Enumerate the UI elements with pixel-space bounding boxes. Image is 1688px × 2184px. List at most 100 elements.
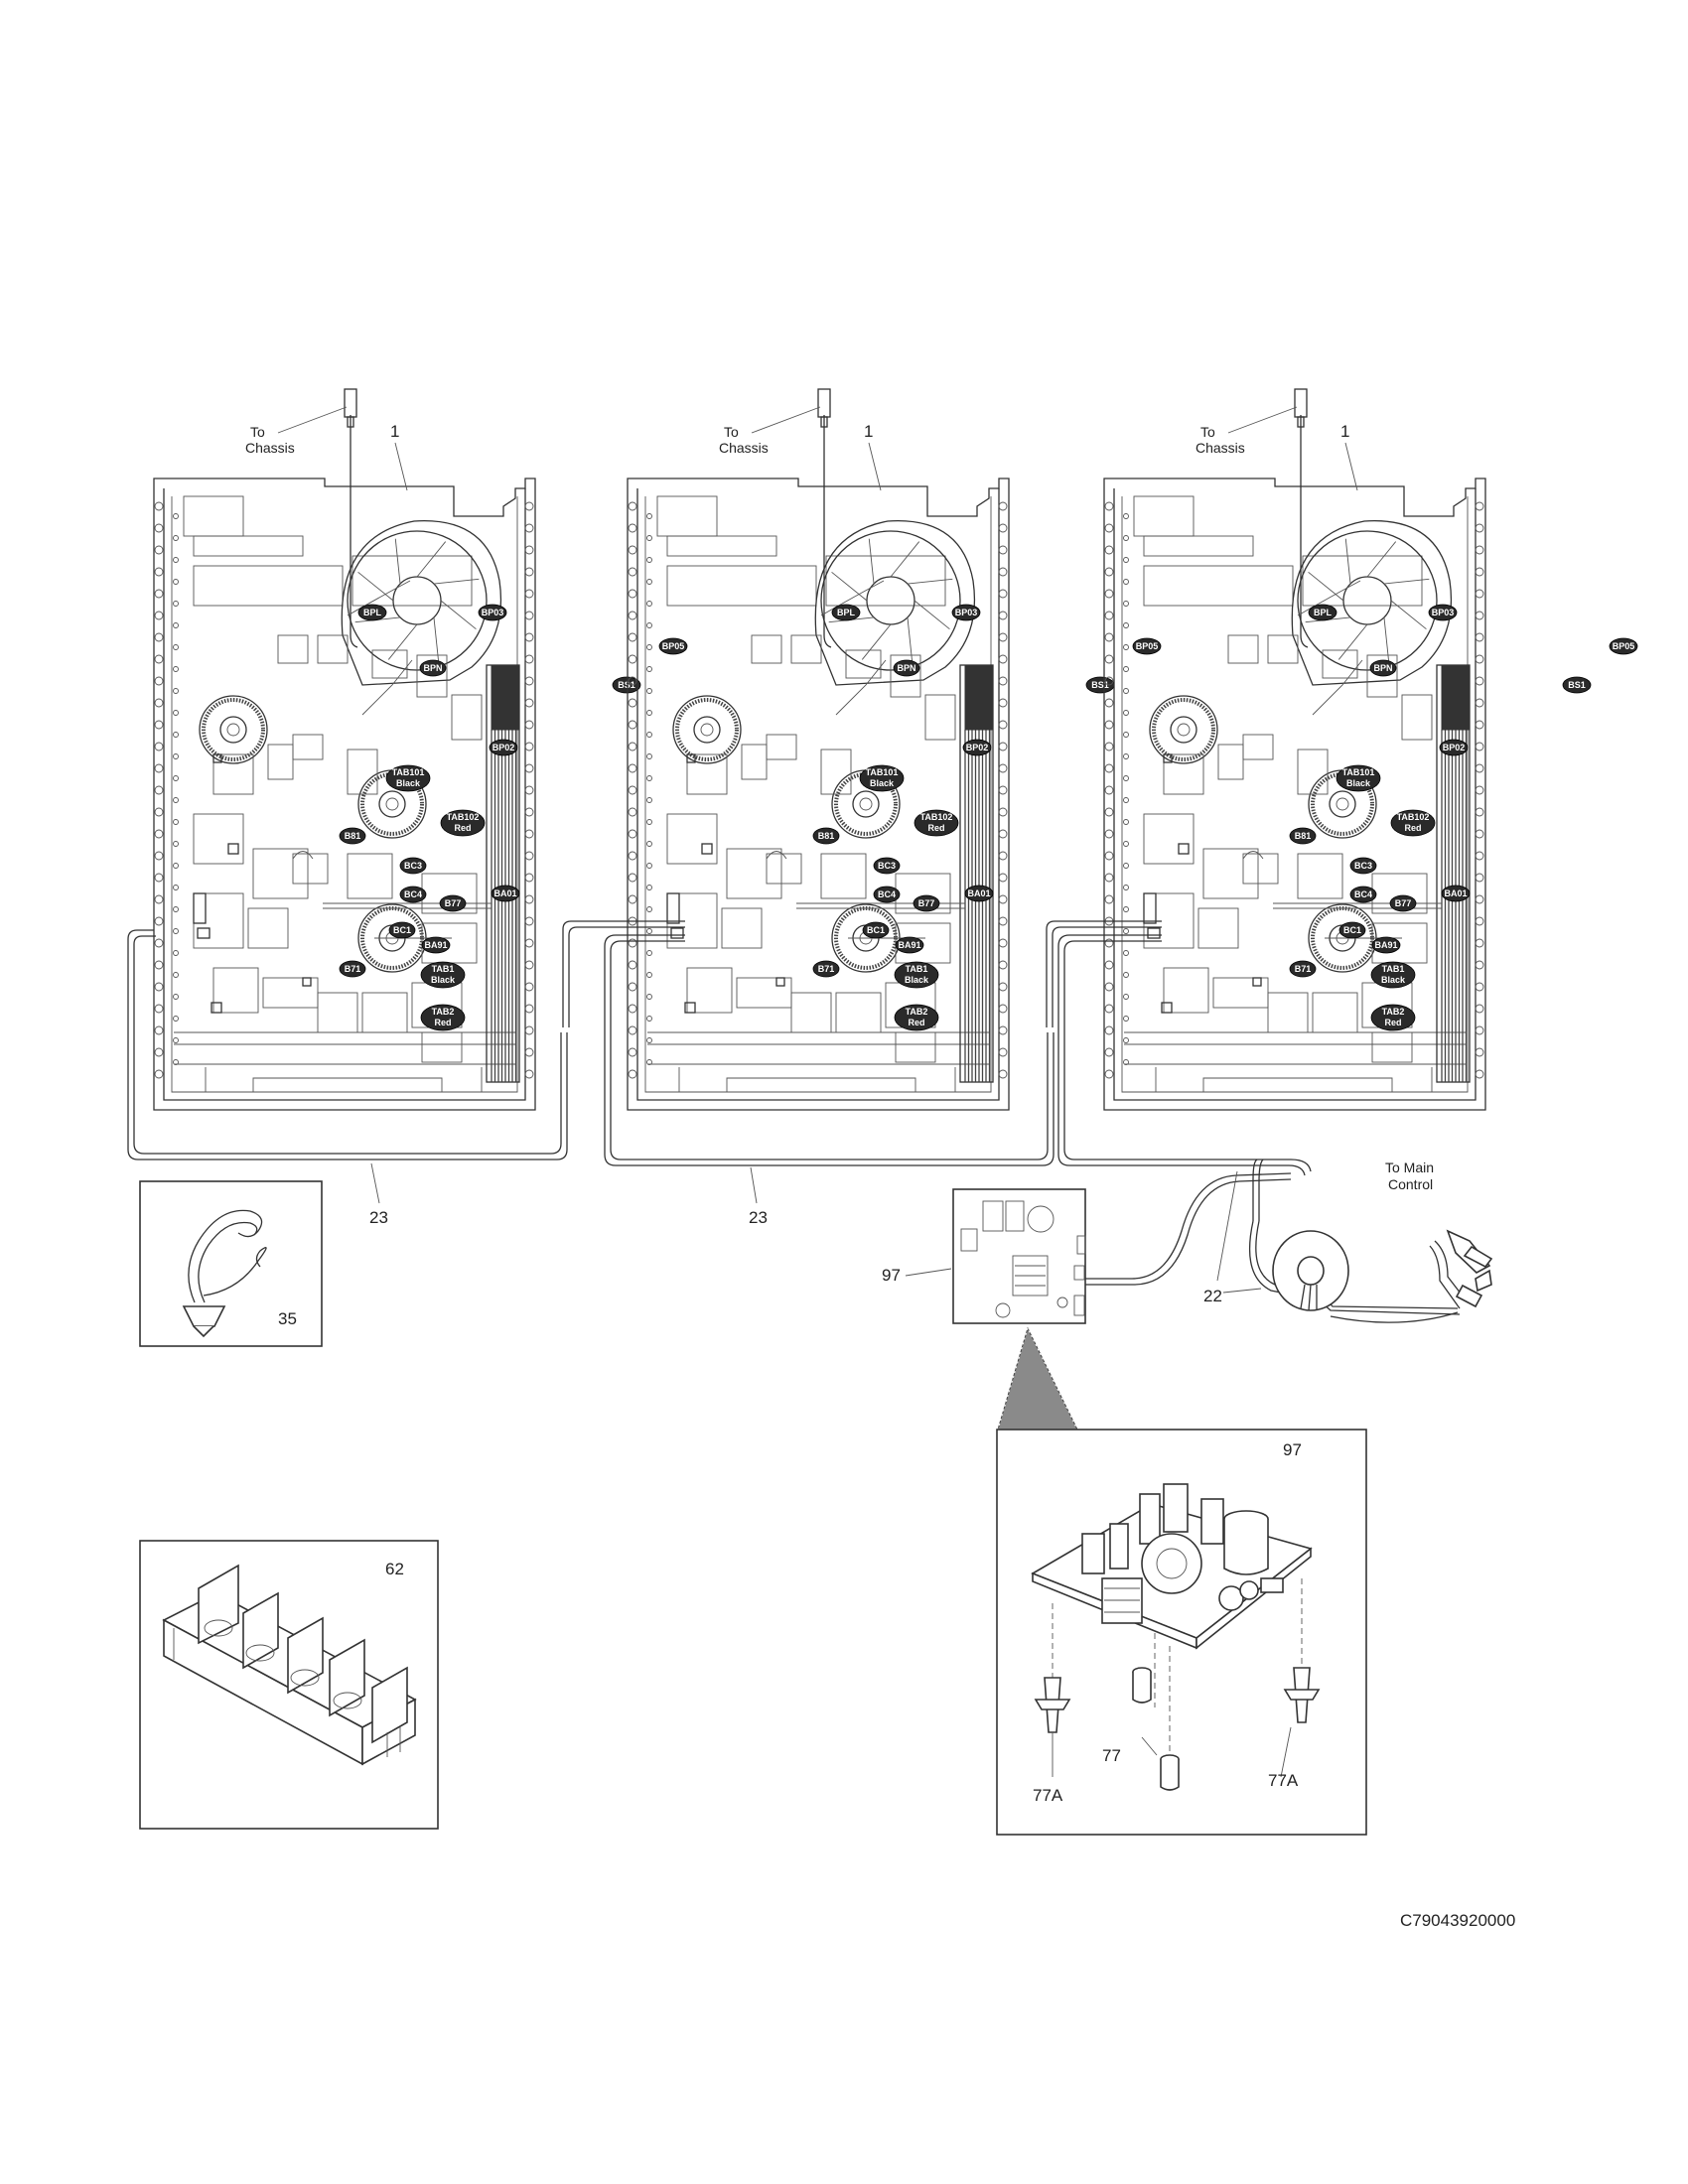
svg-text:BA01: BA01 — [1444, 888, 1467, 898]
svg-text:Red: Red — [908, 1018, 924, 1027]
svg-text:Red: Red — [927, 823, 944, 833]
svg-text:B77: B77 — [1395, 898, 1412, 908]
svg-text:BPL: BPL — [1314, 608, 1333, 617]
svg-text:BC1: BC1 — [867, 925, 885, 935]
connector-tag-ba91: BA91 — [1371, 936, 1401, 954]
connector-tag-bc4: BC4 — [1349, 886, 1377, 903]
connector-tag-bp03: BP03 — [951, 604, 981, 621]
svg-text:BC3: BC3 — [1354, 861, 1372, 871]
connector-tag-b71: B71 — [339, 960, 366, 978]
spacer-77-upper — [1132, 1672, 1152, 1704]
detail-callout — [997, 1326, 1078, 1431]
filter-board-97 — [952, 1188, 1086, 1324]
label-support-77a-right: 77A — [1268, 1771, 1299, 1790]
svg-text:BC1: BC1 — [1343, 925, 1361, 935]
svg-text:Red: Red — [1404, 823, 1421, 833]
label-harness-23-middle: 23 — [749, 1208, 768, 1227]
svg-text:BP02: BP02 — [1443, 743, 1466, 752]
connector-tag-bp03: BP03 — [1428, 604, 1458, 621]
svg-text:B81: B81 — [818, 831, 835, 841]
label-harness-23-left: 23 — [369, 1208, 388, 1227]
svg-text:B77: B77 — [918, 898, 935, 908]
connector-tag-b81: B81 — [812, 827, 840, 845]
svg-text:BC3: BC3 — [878, 861, 896, 871]
svg-text:BP03: BP03 — [482, 608, 504, 617]
label-fan-1: 1 — [390, 422, 399, 441]
label-harness-22: 22 — [1203, 1287, 1222, 1305]
svg-text:TAB101: TAB101 — [866, 767, 899, 777]
svg-text:Black: Black — [905, 975, 929, 985]
svg-text:B71: B71 — [1295, 964, 1312, 974]
harness-23-middle — [562, 920, 1055, 1166]
svg-text:BC4: BC4 — [878, 889, 896, 899]
svg-text:BPN: BPN — [897, 663, 915, 673]
connector-tag-ba01: BA01 — [1441, 885, 1471, 902]
connector-tag-bs1: BS1 — [1562, 676, 1592, 694]
fan-assembly — [814, 520, 976, 686]
svg-text:BC3: BC3 — [404, 861, 422, 871]
svg-text:BPN: BPN — [1373, 663, 1392, 673]
svg-text:BA91: BA91 — [424, 940, 447, 950]
svg-text:BA01: BA01 — [493, 888, 516, 898]
svg-text:Red: Red — [1384, 1018, 1401, 1027]
fan-assembly — [341, 520, 502, 686]
svg-text:TAB2: TAB2 — [906, 1007, 928, 1017]
connector-tag-bp05: BP05 — [1132, 637, 1162, 655]
connector-tag-bp05: BP05 — [658, 637, 688, 655]
to-chassis-line1: To — [724, 424, 739, 440]
label-spacer-77: 77 — [1102, 1746, 1121, 1765]
svg-text:B71: B71 — [818, 964, 835, 974]
connector-tag-bp02: BP02 — [489, 739, 518, 756]
connector-tag-bpn: BPN — [419, 659, 447, 677]
svg-text:BS1: BS1 — [618, 680, 635, 690]
svg-text:BP02: BP02 — [492, 743, 515, 752]
label-holder-62: 62 — [385, 1560, 404, 1578]
connector-tag-bp03: BP03 — [478, 604, 507, 621]
svg-text:BS1: BS1 — [1091, 680, 1109, 690]
svg-text:BP05: BP05 — [1613, 641, 1635, 651]
connector-tag-bs1: BS1 — [612, 676, 641, 694]
svg-text:BP05: BP05 — [1136, 641, 1159, 651]
svg-text:B81: B81 — [345, 831, 361, 841]
connector-tag-bc1: BC1 — [862, 921, 890, 939]
to-main-control-line2: Control — [1388, 1176, 1433, 1192]
spacer-77-lower — [1160, 1759, 1180, 1791]
detail-frame-35 — [139, 1180, 323, 1347]
svg-text:Black: Black — [396, 778, 421, 788]
connector-tag-ba91: BA91 — [895, 936, 924, 954]
svg-text:BC4: BC4 — [1354, 889, 1372, 899]
connector-tag-ba91: BA91 — [421, 936, 451, 954]
svg-text:B71: B71 — [345, 964, 361, 974]
connector-tag-bc1: BC1 — [388, 921, 416, 939]
connector-tag-b81: B81 — [1289, 827, 1317, 845]
connector-tag-bc4: BC4 — [399, 886, 427, 903]
to-chassis-line2: Chassis — [1196, 440, 1245, 456]
connector-tag-bpl: BPL — [831, 604, 861, 621]
harness-22-assembly — [1085, 1159, 1493, 1323]
svg-text:B81: B81 — [1295, 831, 1312, 841]
svg-text:BP03: BP03 — [1432, 608, 1455, 617]
connector-tag-bc4: BC4 — [873, 886, 901, 903]
connector-tag-ba01: BA01 — [964, 885, 994, 902]
svg-text:Black: Black — [1381, 975, 1406, 985]
svg-text:TAB2: TAB2 — [432, 1007, 455, 1017]
label-fan-1: 1 — [864, 422, 873, 441]
connector-tag-b77: B77 — [913, 894, 940, 912]
svg-text:TAB101: TAB101 — [392, 767, 425, 777]
connector-tag-bpn: BPN — [1369, 659, 1397, 677]
label-board-97: 97 — [882, 1266, 901, 1285]
label-support-77a-left: 77A — [1033, 1786, 1063, 1805]
svg-text:Black: Black — [431, 975, 456, 985]
svg-text:BP03: BP03 — [955, 608, 978, 617]
harness-23-right — [1046, 920, 1312, 1176]
svg-text:Black: Black — [870, 778, 895, 788]
